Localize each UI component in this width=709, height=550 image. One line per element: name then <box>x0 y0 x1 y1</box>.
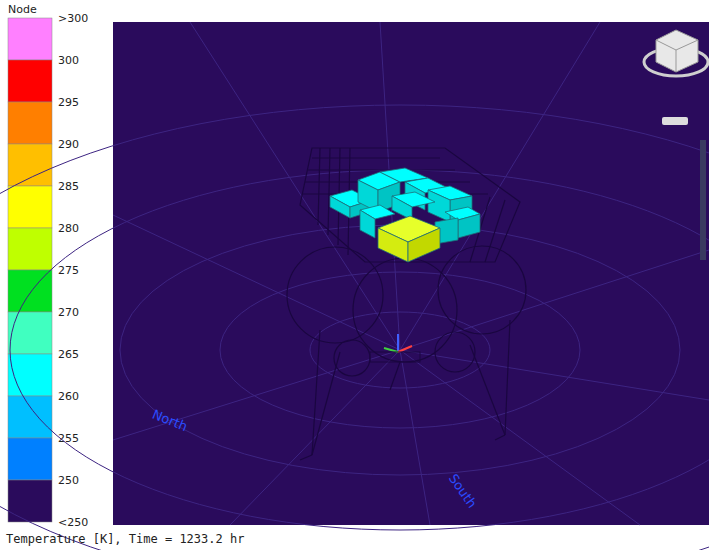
box-side <box>428 190 450 222</box>
tank <box>334 340 370 376</box>
scale-tick: 250 <box>58 474 79 487</box>
scale-tick: 260 <box>58 390 79 403</box>
strut <box>470 345 505 435</box>
cube-edge <box>676 50 677 72</box>
leg <box>312 330 320 455</box>
deck-grid <box>318 148 320 225</box>
deck-grid <box>312 157 440 158</box>
hot-box-side <box>378 228 408 262</box>
grid-ring <box>0 105 709 550</box>
viewport <box>113 22 709 525</box>
axis-x <box>398 346 412 352</box>
scale-tick: 270 <box>58 306 79 319</box>
swatch <box>8 18 52 60</box>
leg <box>495 435 505 440</box>
grid-ring <box>10 170 709 530</box>
swatch <box>8 396 52 438</box>
axis-triad <box>370 334 420 362</box>
scale-tick: 280 <box>58 222 79 235</box>
grid-ray <box>400 350 430 525</box>
swatch <box>8 228 52 270</box>
cube <box>656 30 698 72</box>
cube-edge <box>656 40 698 50</box>
axis-z <box>397 334 399 352</box>
grid-ray <box>400 350 709 400</box>
deck <box>300 148 520 262</box>
lander <box>287 148 526 460</box>
swatch <box>8 186 52 228</box>
strut <box>312 352 340 455</box>
axis-y <box>384 348 398 352</box>
view-cube <box>644 30 708 260</box>
leg <box>505 320 510 435</box>
deck-grid <box>485 200 505 262</box>
scale-tick: 300 <box>58 54 79 67</box>
grid-ray <box>400 350 640 525</box>
scale-tick: 285 <box>58 180 79 193</box>
swatch <box>8 144 52 186</box>
box-side <box>330 196 350 218</box>
scale-tick: 295 <box>58 96 79 109</box>
tank <box>353 258 457 362</box>
grid-ray <box>400 22 600 350</box>
swatch <box>8 354 52 396</box>
equipment <box>330 168 480 262</box>
swatch <box>8 312 52 354</box>
scale-tick: <250 <box>58 516 88 529</box>
tank <box>435 332 475 372</box>
swatch <box>8 102 52 144</box>
scale-tick: 290 <box>58 138 79 151</box>
swatch <box>8 480 52 522</box>
side-tab <box>700 140 706 260</box>
caption: Temperature [K], Time = 1233.2 hr <box>6 532 244 546</box>
leg <box>300 455 312 460</box>
box-side <box>458 214 480 238</box>
tank <box>438 246 526 334</box>
grid-ray <box>190 22 400 350</box>
swatch <box>8 60 52 102</box>
scale-tick: 255 <box>58 432 79 445</box>
swatch <box>8 438 52 480</box>
swatch <box>8 270 52 312</box>
box-side <box>360 210 375 238</box>
legend-heading: Node <box>8 3 37 16</box>
deck-grid <box>328 148 330 235</box>
color-bar <box>8 18 52 522</box>
scale-tick: 275 <box>58 264 79 277</box>
base <box>370 352 420 362</box>
grid-ray <box>230 350 400 525</box>
home-button <box>662 117 688 125</box>
leg <box>390 362 400 390</box>
hot-box-side <box>408 228 440 262</box>
scale-tick: 265 <box>58 348 79 361</box>
scale-tick: >300 <box>58 12 88 25</box>
ground-grid <box>0 22 709 550</box>
